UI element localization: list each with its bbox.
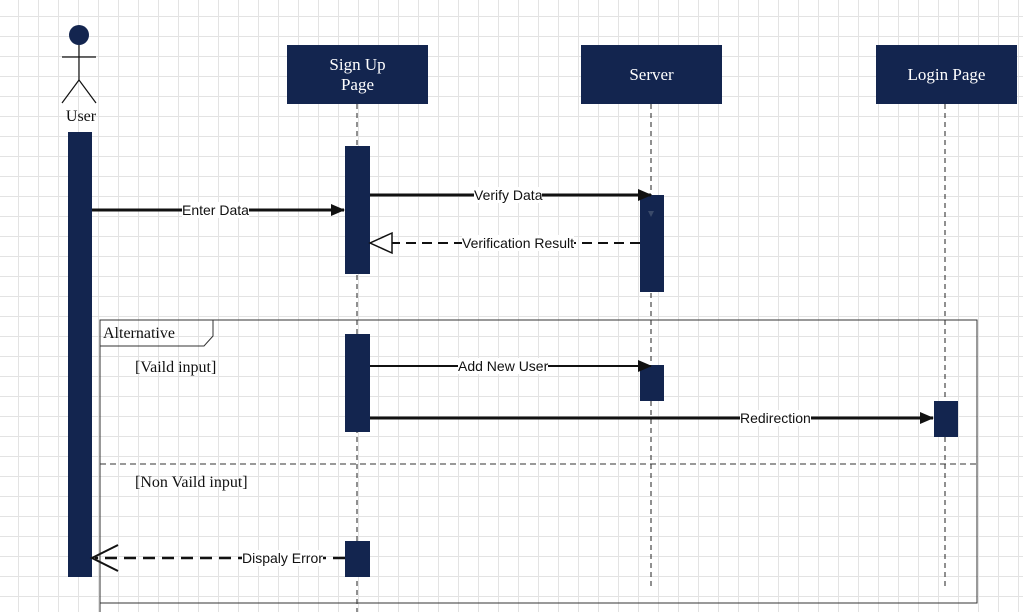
activation-signup-2 bbox=[345, 334, 370, 432]
alternative-fragment bbox=[99, 319, 978, 612]
activation-signup-3 bbox=[345, 541, 370, 577]
fragment-guard-valid: [Vaild input] bbox=[135, 359, 217, 376]
activation-server-1 bbox=[640, 195, 664, 292]
activation-login bbox=[934, 401, 958, 437]
message-display-error-label: Dispaly Error bbox=[242, 550, 323, 566]
open-arrowhead bbox=[89, 544, 119, 572]
message-verification-result-label: Verification Result bbox=[462, 235, 575, 251]
message-enter-data-label: Enter Data bbox=[182, 202, 249, 218]
actor-user-label: User bbox=[65, 108, 97, 125]
activation-server-2 bbox=[640, 365, 664, 401]
lifeline-header-signup-page: Sign Up Page bbox=[287, 45, 428, 104]
activation-user bbox=[68, 132, 92, 577]
message-redirection-label: Redirection bbox=[740, 410, 811, 426]
fragment-guard-non-valid: [Non Vaild input] bbox=[135, 474, 248, 491]
lifeline-header-server: Server bbox=[581, 45, 722, 104]
open-triangle-arrowhead bbox=[368, 231, 393, 255]
lifeline-header-login-page: Login Page bbox=[876, 45, 1017, 104]
message-verify-data-label: Verify Data bbox=[474, 187, 543, 203]
fragment-operator-label: Alternative bbox=[103, 325, 175, 342]
user-actor-icon bbox=[61, 25, 97, 104]
message-add-new-user-label: Add New User bbox=[458, 358, 549, 374]
activation-signup-1 bbox=[345, 146, 370, 274]
